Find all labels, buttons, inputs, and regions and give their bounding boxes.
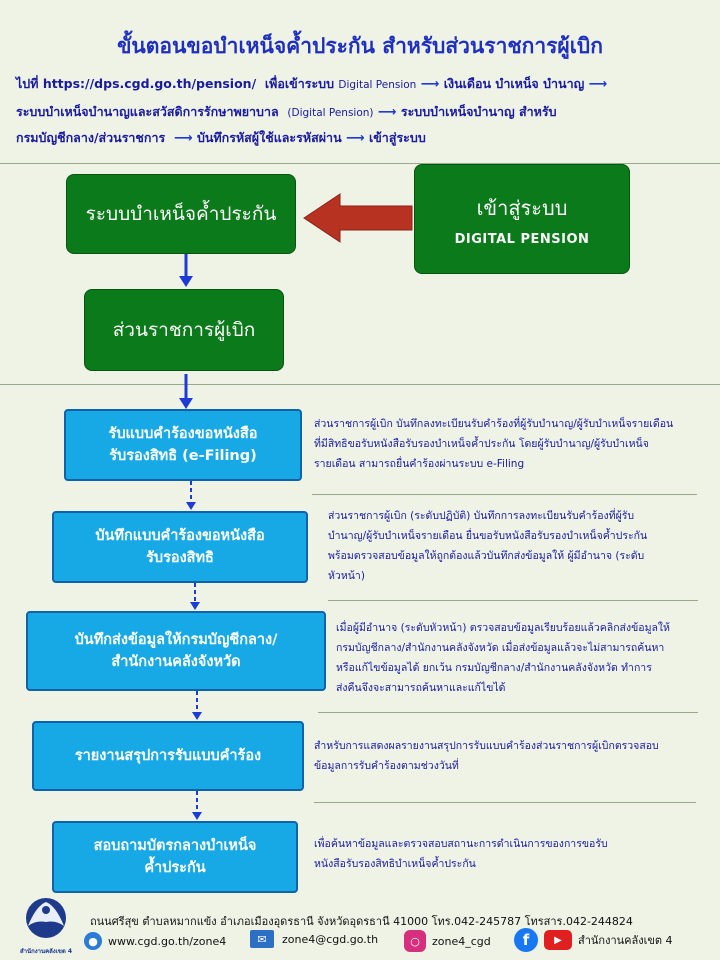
login-title: เข้าสู่ระบบ (476, 195, 568, 220)
step-inquiry-box: สอบถามบัตรกลางบำเหน็จ ค้ำประกัน (52, 821, 298, 893)
instruction-line-2: ระบบบำเหน็จบำนาญและสวัสดิการรักษาพยาบาล … (16, 100, 716, 125)
email-link[interactable]: zone4@cgd.go.th (282, 932, 379, 946)
globe-icon: ● (84, 932, 102, 950)
arrow-right-icon: ⟶ (345, 131, 365, 146)
instruction-line-1: ไปที่ https://dps.cgd.go.th/pension/ เพื… (16, 72, 716, 97)
step-label: บันทึกส่งข้อมูลให้กรมบัญชีกลาง/ (74, 632, 278, 648)
instruction-text: กรมบัญชีกลาง/ส่วนราชการ (16, 130, 166, 145)
step-description: ส่วนราชการผู้เบิก (ระดับปฏิบัติ) บันทึกก… (328, 506, 698, 586)
description-line: เพื่อค้นหาข้อมูลและตรวจสอบสถานะการดำเนิน… (314, 838, 608, 850)
youtube-icon[interactable]: ▶ (544, 930, 572, 950)
arrow-right-icon: ⟶ (588, 77, 608, 92)
agency-label: ส่วนราชการผู้เบิก (112, 319, 256, 341)
description-line: หรือแก้ไขข้อมูลได้ ยกเว้น กรมบัญชีกลาง/ส… (336, 662, 652, 674)
arrow-down-icon (192, 691, 202, 720)
garuda-logo-icon (26, 898, 66, 938)
instruction-text: เข้าสู่ระบบ (368, 130, 426, 145)
instruction-text: เงินเดือน บำเหน็จ บำนาญ (443, 76, 585, 91)
instruction-text: Digital Pension (338, 79, 417, 91)
footer-social: f ▶ สำนักงานคลังเขต 4 (514, 928, 673, 952)
arrow-down-icon (186, 481, 196, 510)
step-label: รับแบบคำร้องขอหนังสือ (108, 426, 258, 442)
login-box: เข้าสู่ระบบ DIGITAL PENSION (414, 164, 630, 274)
description-line: ที่มีสิทธิขอรับหนังสือรับรองบำเหน็จค้ำปร… (314, 438, 649, 450)
instagram-link[interactable]: zone4_cgd (432, 934, 491, 948)
step-description: สำหรับการแสดงผลรายงานสรุปการรับแบบคำร้อง… (314, 736, 700, 776)
pension-system-label: ระบบบำเหน็จค้ำประกัน (85, 203, 277, 225)
arrow-right-icon: ⟶ (377, 105, 397, 120)
divider (0, 384, 720, 385)
footer-email[interactable]: ✉ zone4@cgd.go.th (250, 930, 378, 948)
footer-instagram[interactable]: ○ zone4_cgd (404, 930, 491, 952)
agency-box: ส่วนราชการผู้เบิก (84, 289, 284, 371)
mail-icon: ✉ (250, 930, 274, 948)
step-submit-data-box: บันทึกส่งข้อมูลให้กรมบัญชีกลาง/ สำนักงาน… (26, 611, 326, 691)
divider (312, 494, 697, 495)
description-line: บำนาญ/ผู้รับบำเหน็จรายเดือน ยื่นขอรับหนั… (328, 530, 648, 542)
footer-website[interactable]: ● www.cgd.go.th/zone4 (84, 932, 226, 950)
logo-caption: สำนักงานคลังเขต 4 (19, 948, 73, 955)
step-label: รับรองสิทธิ (146, 550, 214, 566)
step-label: สำนักงานคลังจังหวัด (111, 654, 241, 670)
instruction-text: ระบบบำเหน็จบำนาญ สำหรับ (400, 104, 557, 119)
instruction-text: เพื่อเข้าระบบ (264, 76, 335, 91)
divider (314, 802, 696, 803)
step-label: ค้ำประกัน (144, 860, 206, 876)
arrow-right-icon: ⟶ (420, 77, 440, 92)
description-line: กรมบัญชีกลาง/สำนักงานคลังจังหวัด เมื่อส่… (336, 642, 665, 654)
step-label: สอบถามบัตรกลางบำเหน็จ (93, 838, 257, 854)
step-summary-report-box: รายงานสรุปการรับแบบคำร้อง (32, 721, 304, 791)
description-line: หัวหน้า) (328, 570, 365, 582)
divider (328, 600, 698, 601)
description-line: ส่วนราชการผู้เบิก บันทึกลงทะเบียนรับคำร้… (314, 418, 674, 430)
instruction-url[interactable]: ไปที่ https://dps.cgd.go.th/pension/ (16, 76, 257, 91)
arrow-down-icon (190, 583, 200, 610)
divider (318, 712, 698, 713)
description-line: หนังสือรับรองสิทธิบำเหน็จค้ำประกัน (314, 858, 476, 870)
page-title: ขั้นตอนขอบำเหน็จค้ำประกัน สำหรับส่วนราชก… (117, 34, 603, 58)
pension-system-box: ระบบบำเหน็จค้ำประกัน (66, 174, 296, 254)
instruction-text: ระบบบำเหน็จบำนาญและสวัสดิการรักษาพยาบาล (16, 104, 279, 119)
arrow-left-icon (303, 193, 413, 243)
instruction-text: บันทึกรหัสผู้ใช้และรหัสผ่าน (196, 130, 342, 145)
logo: สำนักงานคลังเขต 4 (18, 896, 74, 955)
description-line: สำหรับการแสดงผลรายงานสรุปการรับแบบคำร้อง… (314, 740, 659, 752)
arrow-down-icon (179, 374, 193, 409)
arrow-right-icon: ⟶ (173, 131, 193, 146)
step-record-request-box: บันทึกแบบคำร้องขอหนังสือ รับรองสิทธิ (52, 511, 308, 583)
step-label: บันทึกแบบคำร้องขอหนังสือ (95, 528, 265, 544)
step-description: เมื่อผู้มีอำนาจ (ระดับหัวหน้า) ตรวจสอบข้… (336, 618, 698, 698)
footer-address: ถนนศรีสุข ตำบลหมากแข้ง อำเภอเมืองอุดรธาน… (90, 915, 633, 928)
description-line: ข้อมูลการรับคำร้องตามช่วงวันที่ (314, 760, 459, 772)
arrow-down-icon (179, 254, 193, 287)
divider (0, 163, 720, 164)
description-line: ส่วนราชการผู้เบิก (ระดับปฏิบัติ) บันทึกก… (328, 510, 635, 522)
description-line: รายเดือน สามารถยื่นคำร้องผ่านระบบ e-Fili… (314, 458, 525, 470)
step-efiling-box: รับแบบคำร้องขอหนังสือ รับรองสิทธิ (e-Fil… (64, 409, 302, 481)
instruction-text: (Digital Pension) (287, 107, 374, 119)
facebook-icon[interactable]: f (514, 928, 538, 952)
office-name: สำนักงานคลังเขต 4 (578, 934, 673, 947)
description-line: เมื่อผู้มีอำนาจ (ระดับหัวหน้า) ตรวจสอบข้… (336, 622, 670, 634)
step-description: ส่วนราชการผู้เบิก บันทึกลงทะเบียนรับคำร้… (314, 414, 710, 474)
instagram-icon: ○ (404, 930, 426, 952)
arrow-down-icon (192, 791, 202, 820)
website-link[interactable]: www.cgd.go.th/zone4 (108, 934, 227, 948)
description-line: พร้อมตรวจสอบข้อมูลให้ถูกต้องแล้วบันทึกส่… (328, 550, 645, 562)
instruction-line-3: กรมบัญชีกลาง/ส่วนราชการ ⟶ บันทึกรหัสผู้ใ… (16, 126, 716, 151)
login-subtitle: DIGITAL PENSION (454, 231, 590, 247)
step-label: รายงานสรุปการรับแบบคำร้อง (74, 748, 262, 764)
description-line: ส่งคืนจึงจะสามารถค้นหาและแก้ไขได้ (336, 682, 506, 694)
step-description: เพื่อค้นหาข้อมูลและตรวจสอบสถานะการดำเนิน… (314, 834, 700, 874)
step-label: รับรองสิทธิ (e-Filing) (109, 448, 257, 464)
